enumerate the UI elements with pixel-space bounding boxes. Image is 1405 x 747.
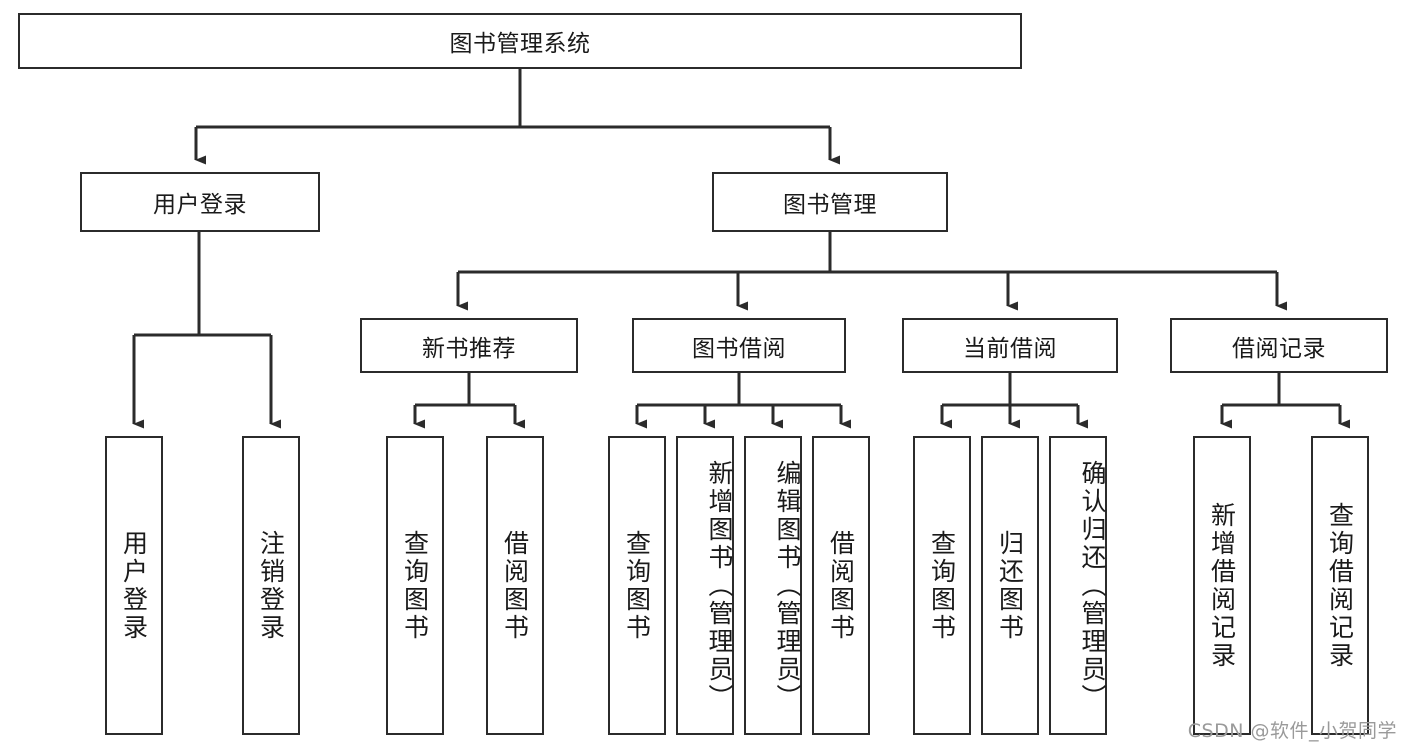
node-label: 注销登录: [256, 529, 286, 642]
node-book-borrow[interactable]: 图书借阅: [632, 318, 846, 373]
node-label: 新增借阅记录: [1207, 501, 1237, 670]
leaf-add-book-admin[interactable]: 新增图书（管理员）: [676, 436, 734, 735]
node-current-borrow[interactable]: 当前借阅: [902, 318, 1118, 373]
leaf-query-book-current[interactable]: 查询图书: [913, 436, 971, 735]
leaf-borrow-book-new[interactable]: 借阅图书: [486, 436, 544, 735]
leaf-query-borrow-record[interactable]: 查询借阅记录: [1311, 436, 1369, 735]
leaf-logout[interactable]: 注销登录: [242, 436, 300, 735]
node-label: 查询借阅记录: [1325, 501, 1355, 670]
leaf-query-book[interactable]: 查询图书: [608, 436, 666, 735]
csdn-watermark: CSDN @软件_小贺同学: [1187, 720, 1397, 742]
leaf-add-borrow-record[interactable]: 新增借阅记录: [1193, 436, 1251, 735]
node-label: 用户登录: [153, 192, 247, 218]
node-book-management[interactable]: 图书管理: [712, 172, 948, 232]
leaf-query-book-new[interactable]: 查询图书: [386, 436, 444, 735]
node-label: 用户登录: [119, 529, 149, 642]
node-label: 借阅记录: [1232, 335, 1326, 362]
node-new-book-recommend[interactable]: 新书推荐: [360, 318, 578, 373]
node-root-system[interactable]: 图书管理系统: [18, 13, 1022, 69]
node-label: 编辑图书（管理员）: [773, 459, 802, 712]
node-label: 查询图书: [622, 529, 652, 642]
leaf-return-book[interactable]: 归还图书: [981, 436, 1039, 735]
leaf-edit-book-admin[interactable]: 编辑图书（管理员）: [744, 436, 802, 735]
node-label: 查询图书: [400, 529, 430, 642]
node-label: 图书管理系统: [449, 31, 591, 57]
node-label: 新增图书（管理员）: [705, 459, 734, 712]
node-user-login[interactable]: 用户登录: [80, 172, 320, 232]
leaf-confirm-return-admin[interactable]: 确认归还（管理员）: [1049, 436, 1107, 735]
node-label: 新书推荐: [422, 335, 516, 362]
node-label: 归还图书: [995, 529, 1025, 642]
node-label: 图书借阅: [692, 335, 786, 362]
node-label: 当前借阅: [963, 335, 1057, 362]
node-label: 借阅图书: [826, 529, 856, 642]
node-label: 图书管理: [783, 192, 877, 218]
node-label: 查询图书: [927, 529, 957, 642]
leaf-borrow-book[interactable]: 借阅图书: [812, 436, 870, 735]
node-borrow-records[interactable]: 借阅记录: [1170, 318, 1388, 373]
node-label: 确认归还（管理员）: [1078, 459, 1107, 712]
node-label: 借阅图书: [500, 529, 530, 642]
leaf-user-login[interactable]: 用户登录: [105, 436, 163, 735]
